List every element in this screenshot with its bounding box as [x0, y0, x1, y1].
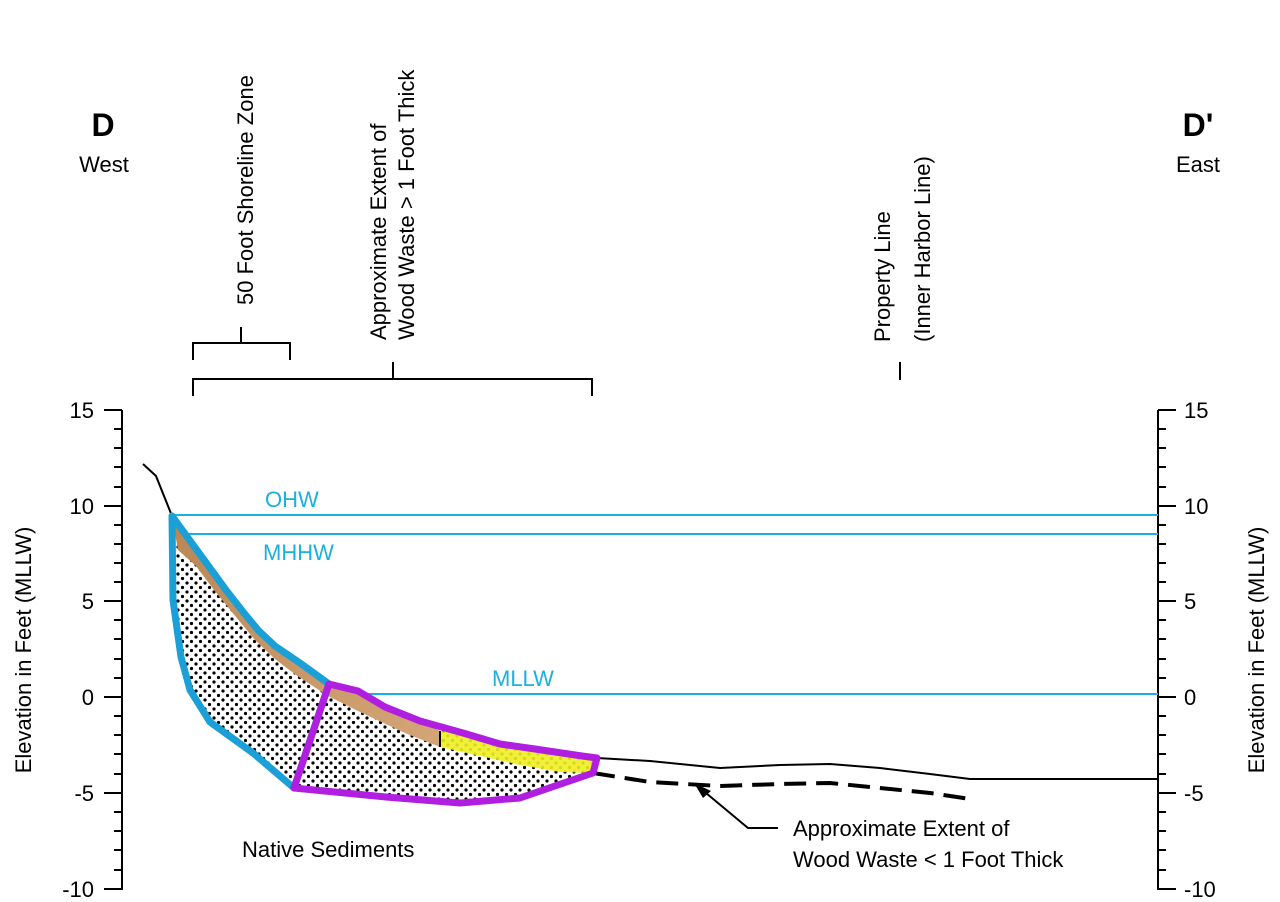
thin-wood-waste-base-dashed: [592, 771, 971, 801]
mudline-east: [596, 757, 1158, 780]
thin-wood-waste-layer: [440, 731, 597, 773]
wood-waste-zone-outline: [290, 680, 601, 807]
east-direction-label: East: [1176, 152, 1220, 177]
ohw-label: OHW: [265, 487, 319, 512]
wood-waste-lt-label-line2: Wood Waste < 1 Foot Thick: [793, 847, 1064, 872]
right-tick-5: 5: [1184, 589, 1196, 614]
thin-wood-waste-callout-arrow: [694, 783, 778, 829]
mllw-label: MLLW: [492, 666, 554, 691]
ground-surface-line: [142, 463, 173, 517]
left-tick-10: 10: [70, 494, 94, 519]
right-axis: [1157, 409, 1176, 890]
right-tick-minus10: -10: [1184, 877, 1216, 902]
left-tick-minus10: -10: [62, 877, 94, 902]
west-direction-label: West: [79, 152, 129, 177]
shoreline-zone-label: 50 Foot Shoreline Zone: [233, 75, 258, 305]
left-tick-15: 15: [70, 398, 94, 423]
section-end-letter: D': [1183, 107, 1214, 143]
left-tick-0: 0: [82, 685, 94, 710]
wood-waste-gt-label-line1: Approximate Extent of: [366, 123, 391, 340]
wood-waste-gt-label-line2: Wood Waste > 1 Foot Thick: [394, 69, 419, 340]
left-tick-minus5: -5: [74, 781, 94, 806]
right-tick-15: 15: [1184, 398, 1208, 423]
left-axis: [104, 409, 123, 890]
property-line-label-line2: (Inner Harbor Line): [910, 156, 935, 342]
right-tick-10: 10: [1184, 494, 1208, 519]
right-tick-0: 0: [1184, 685, 1196, 710]
right-axis-title: Elevation in Feet (MLLW): [1244, 527, 1269, 774]
shoreline-zone-bracket: [192, 327, 291, 360]
section-start-letter: D: [91, 107, 114, 143]
native-sediments-label: Native Sediments: [242, 837, 414, 862]
left-tick-5: 5: [82, 589, 94, 614]
property-line-label-line1: Property Line: [870, 211, 895, 342]
wood-waste-bracket: [192, 362, 593, 396]
wood-waste-lt-label-line1: Approximate Extent of: [793, 816, 1010, 841]
mhhw-label: MHHW: [263, 540, 334, 565]
left-axis-title: Elevation in Feet (MLLW): [11, 527, 36, 774]
thick-wood-waste-layer: [172, 516, 440, 747]
right-tick-minus5: -5: [1184, 781, 1204, 806]
